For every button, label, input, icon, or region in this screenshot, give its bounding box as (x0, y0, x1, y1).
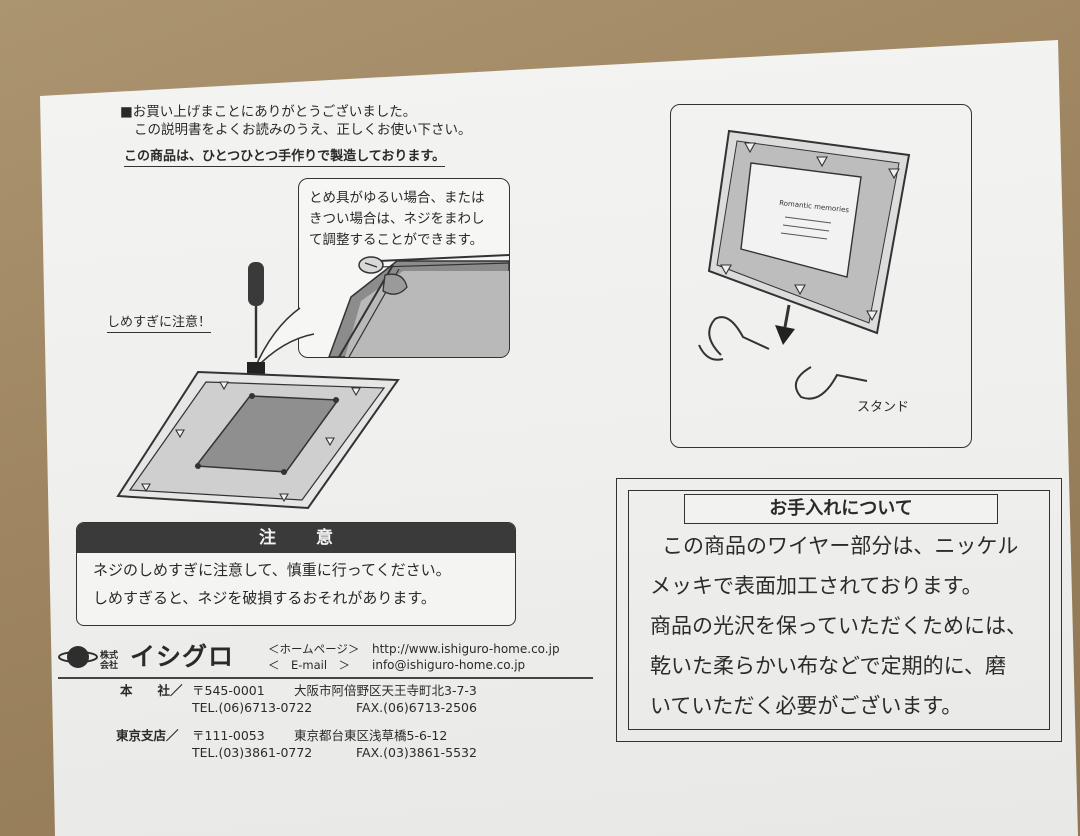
care-line-3: 商品の光沢を保っていただくためには、 (650, 614, 1027, 638)
head-office-address: 大阪市阿倍野区天王寺町北3-7-3 (294, 683, 477, 698)
caution-line-1: ネジのしめすぎに注意して、慎重に行ってください。 (93, 561, 451, 579)
stand-arrow-icon (775, 325, 795, 345)
care-line-2: メッキで表面加工されております。 (650, 574, 983, 598)
tokyo-branch-address: 東京都台東区浅草橋5-6-12 (294, 728, 448, 743)
head-office-label: 本 社／ (120, 683, 183, 698)
stand-label: スタンド (857, 400, 910, 415)
adjustment-callout: とめ具がゆるい場合、または きつい場合は、ネジをまわし て調整することができます… (298, 178, 510, 358)
company-divider (58, 677, 593, 679)
care-line-1: この商品のワイヤー部分は、ニッケル (662, 534, 1019, 558)
head-office-fax: FAX.(06)6713-2506 (356, 700, 477, 715)
thanks-line: ■お買い上げまことにありがとうございました。 (120, 104, 417, 120)
caution-box: 注意 ネジのしめすぎに注意して、慎重に行ってください。 しめすぎると、ネジを破損… (76, 522, 516, 626)
company-name: イシグロ (130, 642, 235, 671)
homepage-label: ＜ホームページ＞ (268, 642, 360, 656)
email-address: info@ishiguro-home.co.jp (372, 658, 526, 672)
screw-closeup-illustration (328, 254, 509, 357)
company-logo-icon (58, 646, 98, 668)
tokyo-branch-label: 東京支店／ (116, 728, 179, 743)
handmade-notice: この商品は、ひとつひとつ手作りで製造しております。 (124, 150, 446, 167)
tokyo-branch-tel: TEL.(03)3861-0772 (192, 745, 313, 760)
care-box-outer (616, 478, 1062, 742)
email-label: ＜ E-mail ＞ (268, 658, 351, 672)
care-line-5: いていただく必要がございます。 (650, 694, 963, 718)
callout-line-2: きつい場合は、ネジをまわし (309, 211, 485, 227)
callout-line-3: て調整することができます。 (309, 232, 484, 248)
caution-heading: 注意 (77, 523, 515, 553)
frame-illustration (116, 370, 400, 510)
stand-figure-box: Romantic memories スタンド (670, 104, 972, 448)
homepage-url: http://www.ishiguro-home.co.jp (372, 642, 560, 656)
tokyo-branch-postal: 〒111-0053 (192, 728, 265, 743)
head-office-tel: TEL.(06)6713-0722 (192, 700, 313, 715)
overtighten-label: しめすぎに注意！ (107, 316, 212, 333)
care-title: お手入れについて (684, 494, 998, 524)
care-line-4: 乾いた柔らかい布などで定期的に、磨 (650, 654, 1006, 678)
stand-illustration: Romantic memories (698, 129, 911, 400)
read-manual-line: この説明書をよくお読みのうえ、正しくお使い下さい。 (134, 122, 472, 138)
company-prefix: 株式会社 (100, 651, 119, 671)
head-office-postal: 〒545-0001 (192, 683, 265, 698)
callout-line-1: とめ具がゆるい場合、または (309, 190, 485, 206)
care-box-inner (628, 490, 1050, 730)
caution-line-2: しめすぎると、ネジを破損するおそれがあります。 (93, 589, 436, 607)
tokyo-branch-fax: FAX.(03)3861-5532 (356, 745, 477, 760)
